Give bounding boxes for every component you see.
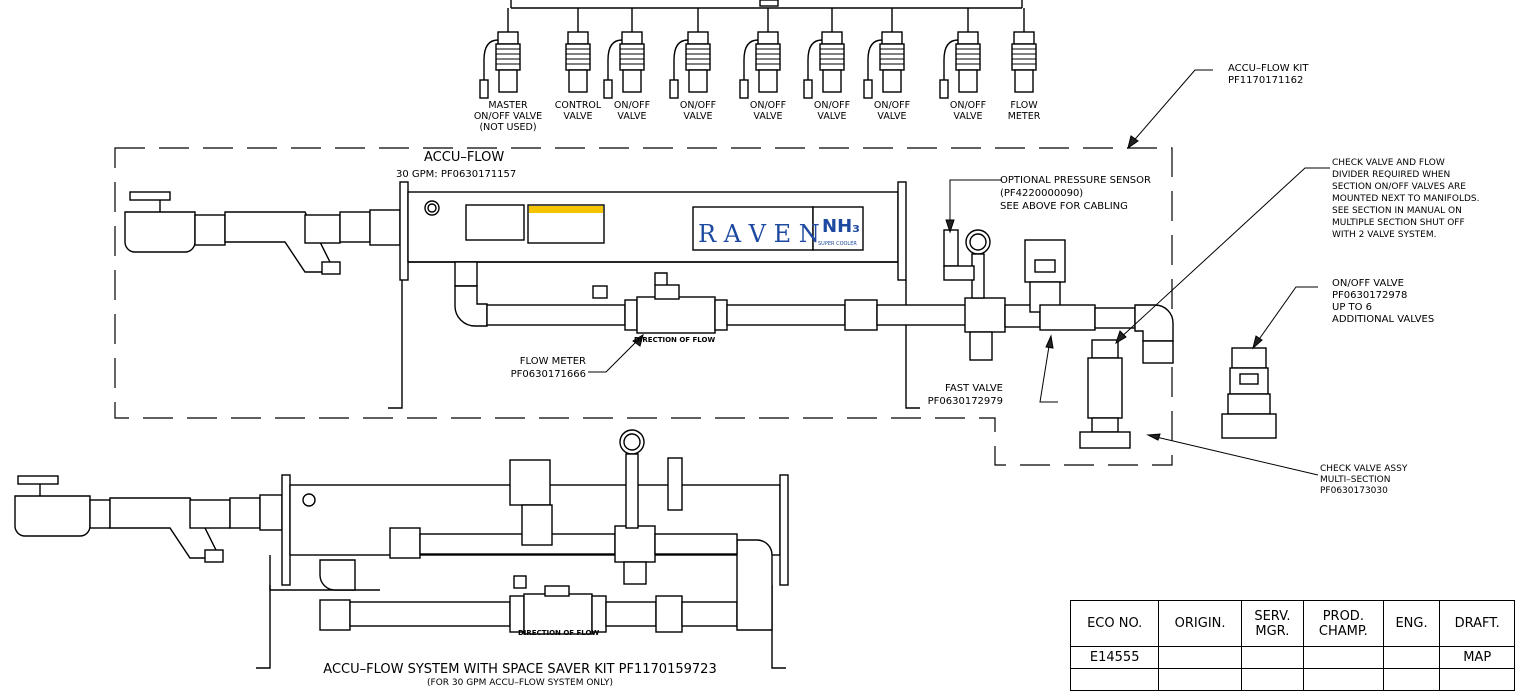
accu-flow-sub: 30 GPM: PF0630171157 (396, 169, 516, 180)
svg-text:MULTIPLE SECTION SHUT OFF: MULTIPLE SECTION SHUT OFF (1332, 218, 1465, 228)
connector-plug-7 (939, 8, 981, 99)
svg-text:PF0630173030: PF0630173030 (1320, 486, 1388, 496)
col-serv-mgr: SERV.MGR. (1240, 600, 1304, 647)
fast-valve-part: PF0630172979 (928, 396, 1003, 407)
direction-of-flow-lower: DIRECTION OF FLOW (518, 629, 599, 637)
connector-label-5-0: ON/OFF (814, 100, 850, 111)
wiring-harness (510, 0, 1023, 9)
cell-prod (1302, 646, 1384, 669)
connector-label-0-0: MASTER (488, 100, 528, 111)
connector-plug-0 (479, 8, 521, 99)
svg-text:CHECK VALVE ASSY: CHECK VALVE ASSY (1320, 464, 1408, 474)
connector-label-2-1: VALVE (617, 111, 646, 122)
connector-label-7-1: VALVE (953, 111, 982, 122)
onoff-valve-note: ON/OFF VALVE PF0630172978 UP TO 6 ADDITI… (1332, 278, 1434, 325)
connector-label-5-1: VALVE (817, 111, 846, 122)
flow-meter-part: PF0630171666 (511, 369, 586, 380)
connector-label-0-2: (NOT USED) (479, 122, 536, 133)
connector-label-3-1: VALVE (683, 111, 712, 122)
super-cooler-text: SUPER COOLER (818, 241, 857, 247)
nh3-logo-text: NH₃ (822, 216, 860, 237)
col-eco-no: ECO NO. (1069, 600, 1160, 647)
main-assembly (124, 181, 1174, 449)
connector-label-8-0: FLOW (1010, 100, 1038, 111)
svg-text:MOUNTED NEXT TO MANIFOLDS.: MOUNTED NEXT TO MANIFOLDS. (1332, 194, 1479, 204)
col-origin: ORIGIN. (1158, 600, 1242, 647)
space-saver-note: (FOR 30 GPM ACCU–FLOW SYSTEM ONLY) (427, 678, 613, 688)
svg-text:CHECK VALVE AND FLOW: CHECK VALVE AND FLOW (1332, 158, 1445, 168)
kit-label-line2: PF1170171162 (1228, 75, 1303, 86)
connector-label-6-0: ON/OFF (874, 100, 910, 111)
kit-boundary (114, 147, 1173, 466)
connector-label-0-1: ON/OFF VALVE (474, 111, 542, 122)
svg-text:MULTI–SECTION: MULTI–SECTION (1320, 475, 1390, 485)
space-saver-assembly (14, 429, 789, 669)
svg-text:ON/OFF VALVE: ON/OFF VALVE (1332, 278, 1404, 289)
svg-text:SEE SECTION IN MANUAL ON: SEE SECTION IN MANUAL ON (1332, 206, 1462, 216)
connector-label-4-1: VALVE (753, 111, 782, 122)
connector-label-1-0: CONTROL (555, 100, 602, 111)
connector-group (479, 8, 1037, 99)
revision-table: ECO NO. ORIGIN. SERV.MGR. PROD.CHAMP. EN… (1069, 600, 1515, 691)
pressure-sensor-line3: SEE ABOVE FOR CABLING (1000, 201, 1128, 212)
flow-meter-label: FLOW METER (520, 356, 586, 367)
direction-of-flow-upper: DIRECTION OF FLOW (634, 336, 715, 344)
svg-text:SECTION ON/OFF VALVES ARE: SECTION ON/OFF VALVES ARE (1332, 182, 1466, 192)
kit-label-line1: ACCU–FLOW KIT (1228, 63, 1309, 74)
connector-plug-4 (739, 8, 781, 99)
cell-eng (1382, 646, 1441, 669)
check-assy-note: CHECK VALVE ASSY MULTI–SECTION PF0630173… (1320, 464, 1408, 496)
pressure-sensor-line1: OPTIONAL PRESSURE SENSOR (1000, 175, 1151, 186)
connector-plug-2 (603, 8, 645, 99)
svg-text:DIVIDER REQUIRED WHEN: DIVIDER REQUIRED WHEN (1332, 170, 1450, 180)
onoff-valve-illustration (1221, 347, 1277, 439)
check-note: CHECK VALVE AND FLOW DIVIDER REQUIRED WH… (1332, 158, 1479, 240)
col-prod-champ: PROD.CHAMP. (1302, 600, 1384, 647)
col-draft: DRAFT. (1439, 600, 1515, 647)
svg-text:ADDITIONAL VALVES: ADDITIONAL VALVES (1332, 314, 1434, 325)
cell-origin (1158, 646, 1242, 669)
kit-leader (1129, 69, 1213, 146)
connector-plug-1 (565, 8, 591, 93)
connector-plug-3 (669, 8, 711, 99)
accu-flow-title: ACCU–FLOW (424, 150, 504, 165)
connector-plug-8 (1011, 8, 1037, 93)
fast-valve-label: FAST VALVE (945, 383, 1003, 394)
connector-plug-5 (803, 8, 845, 99)
svg-text:UP TO 6: UP TO 6 (1332, 302, 1372, 313)
connector-label-2-0: ON/OFF (614, 100, 650, 111)
space-saver-title: ACCU–FLOW SYSTEM WITH SPACE SAVER KIT PF… (323, 662, 716, 677)
cell-draft: MAP (1439, 646, 1515, 669)
cell-serv (1240, 646, 1304, 669)
connector-label-1-1: VALVE (563, 111, 592, 122)
connector-label-8-1: METER (1008, 111, 1041, 122)
connector-label-4-0: ON/OFF (750, 100, 786, 111)
connector-label-6-1: VALVE (877, 111, 906, 122)
col-eng: ENG. (1382, 600, 1441, 647)
connector-label-7-0: ON/OFF (950, 100, 986, 111)
svg-text:PF0630172978: PF0630172978 (1332, 290, 1407, 301)
svg-text:WITH 2 VALVE SYSTEM.: WITH 2 VALVE SYSTEM. (1332, 230, 1436, 240)
connector-label-3-0: ON/OFF (680, 100, 716, 111)
pressure-sensor-line2: (PF4220000090) (1000, 188, 1083, 199)
raven-logo-text: R A V E N (698, 220, 820, 248)
connector-plug-6 (863, 8, 905, 99)
cell-eco: E14555 (1069, 646, 1160, 669)
